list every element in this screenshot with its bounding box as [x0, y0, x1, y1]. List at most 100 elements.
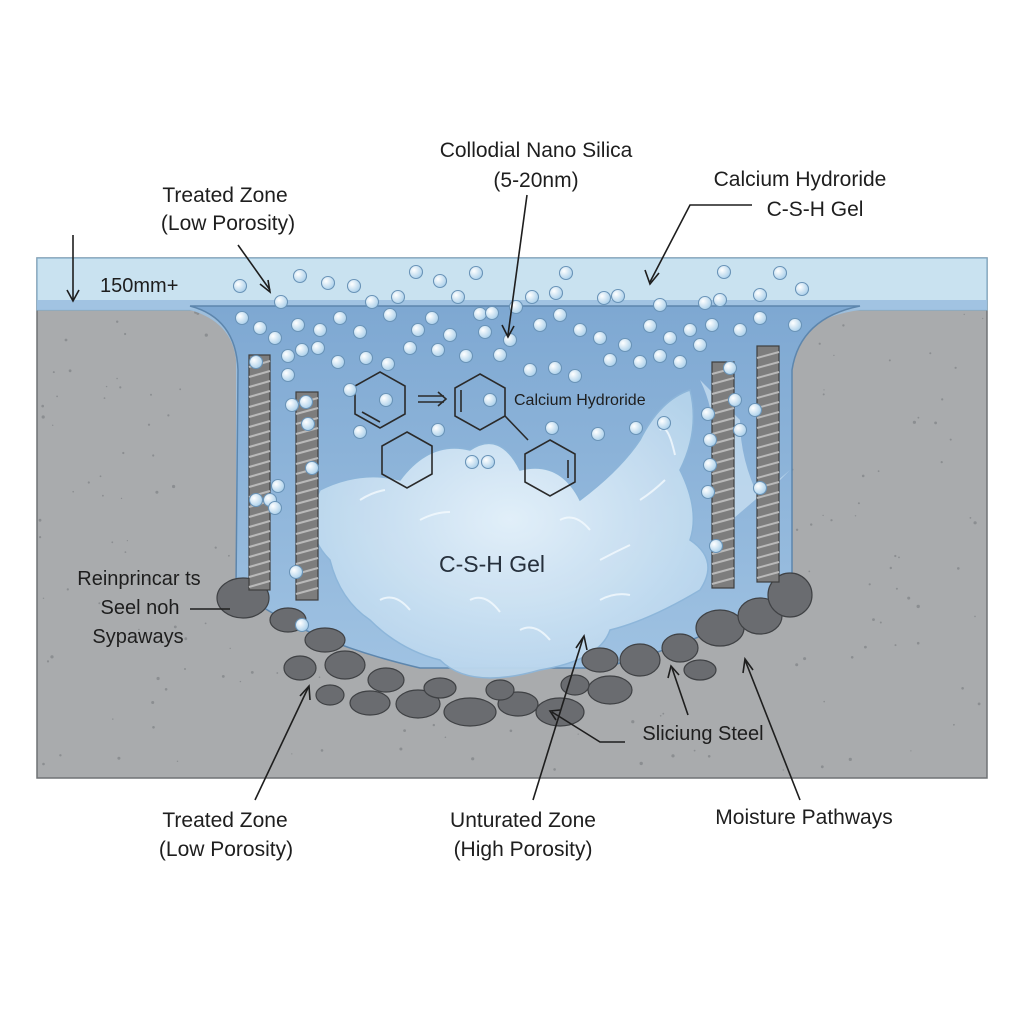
- arrow-depth-head: [66, 289, 80, 303]
- reaction-arrow-head: [437, 391, 448, 407]
- aggregate-stone: [423, 677, 457, 699]
- speckle: [631, 720, 635, 724]
- arrow-calcium: [649, 204, 752, 283]
- speckle: [810, 523, 813, 526]
- speckle: [895, 587, 898, 590]
- nano-silica-bubble: [332, 310, 348, 326]
- label-left-line1: Reinprincar ts: [77, 568, 200, 590]
- arrow-treated-top: [237, 244, 271, 291]
- rebar-rib: [711, 477, 735, 485]
- speckle: [969, 517, 972, 519]
- speckle: [99, 475, 102, 478]
- rebar-body: [248, 354, 271, 591]
- rebar-rib: [711, 497, 735, 505]
- speckle: [122, 451, 125, 455]
- speckle: [854, 515, 857, 517]
- nano-silica-bubble: [480, 454, 496, 470]
- gel-stroke: [639, 479, 666, 501]
- rebar-rib: [295, 557, 319, 565]
- rebar-rib: [756, 571, 780, 579]
- speckle: [977, 702, 981, 706]
- speckle: [156, 676, 160, 681]
- speckle: [888, 359, 891, 362]
- rebar-rib: [756, 551, 780, 559]
- label-left-line3: Sypaways: [92, 626, 183, 648]
- speckle: [39, 536, 42, 539]
- nano-silica-bubble: [424, 310, 440, 326]
- speckle: [693, 749, 696, 752]
- rebar-rib: [756, 451, 780, 459]
- speckle: [116, 377, 118, 380]
- rebar-rib: [248, 390, 271, 398]
- rebar-rib: [248, 430, 271, 438]
- speckle: [963, 313, 965, 316]
- rebar-rib: [711, 387, 735, 395]
- rebar-rib: [756, 491, 780, 499]
- nano-silica-bubble: [280, 348, 296, 364]
- nano-silica-bubble: [727, 392, 743, 408]
- rebar-rib: [248, 530, 271, 538]
- aggregate-stone: [443, 697, 497, 727]
- nano-silica-bubble: [358, 350, 374, 366]
- nano-silica-bubble: [656, 415, 672, 431]
- nano-silica-bubble: [298, 394, 314, 410]
- rebar-rib: [295, 537, 319, 545]
- speckle: [910, 750, 912, 752]
- rebar-rib: [756, 531, 780, 539]
- speckle: [953, 723, 955, 726]
- nano-silica-bubble: [502, 332, 518, 348]
- label-csh-gel-top: C-S-H Gel: [767, 198, 864, 221]
- rebar-rib: [248, 470, 271, 478]
- speckle: [803, 657, 807, 661]
- speckle: [822, 514, 824, 517]
- gel-stroke: [379, 596, 411, 611]
- speckle: [509, 729, 513, 733]
- speckle: [850, 656, 854, 659]
- rebar-rib: [248, 540, 271, 548]
- rebar-rib: [711, 417, 735, 425]
- nano-silica-bubble: [346, 278, 362, 294]
- speckle: [823, 389, 825, 391]
- label-calcium-hydroride: Calcium Hydroride: [714, 168, 887, 191]
- nano-silica-bubble: [524, 289, 540, 305]
- speckle: [204, 622, 207, 625]
- speckle: [782, 769, 784, 771]
- rebar-rib: [248, 480, 271, 488]
- speckle: [917, 416, 920, 419]
- speckle: [116, 320, 119, 323]
- rebar-rib: [295, 447, 319, 455]
- speckle: [916, 604, 920, 609]
- rebar-rib: [248, 510, 271, 518]
- nano-silica-bubble: [294, 342, 310, 358]
- nano-silica-bubble: [662, 330, 678, 346]
- speckle: [150, 393, 152, 396]
- speckle: [403, 729, 406, 732]
- speckle: [877, 470, 880, 473]
- nano-silica-bubble: [547, 360, 563, 376]
- rebar-rib: [711, 487, 735, 495]
- speckle: [167, 414, 170, 417]
- speckle: [105, 385, 108, 388]
- nano-silica-bubble: [402, 340, 418, 356]
- rebar: [248, 354, 271, 591]
- nano-silica-bubble: [702, 432, 718, 448]
- speckle: [471, 757, 475, 761]
- nano-silica-bubble: [300, 416, 316, 432]
- rebar-rib: [711, 517, 735, 525]
- gel-stroke: [559, 516, 591, 531]
- nano-silica-bubble: [558, 265, 574, 281]
- speckle: [750, 738, 753, 741]
- aggregate-stone: [695, 609, 745, 647]
- nano-silica-bubble: [280, 367, 296, 383]
- speckle: [229, 647, 231, 650]
- rebar-rib: [295, 507, 319, 515]
- nano-silica-bubble: [248, 492, 264, 508]
- nano-silica-bubble: [602, 352, 618, 368]
- speckle: [639, 761, 643, 766]
- speckle: [52, 424, 54, 426]
- rebar-rib: [295, 487, 319, 495]
- nano-silica-bubble: [273, 294, 289, 310]
- speckle: [228, 554, 230, 557]
- rebar-rib: [711, 567, 735, 575]
- leader-arrows: [66, 194, 801, 801]
